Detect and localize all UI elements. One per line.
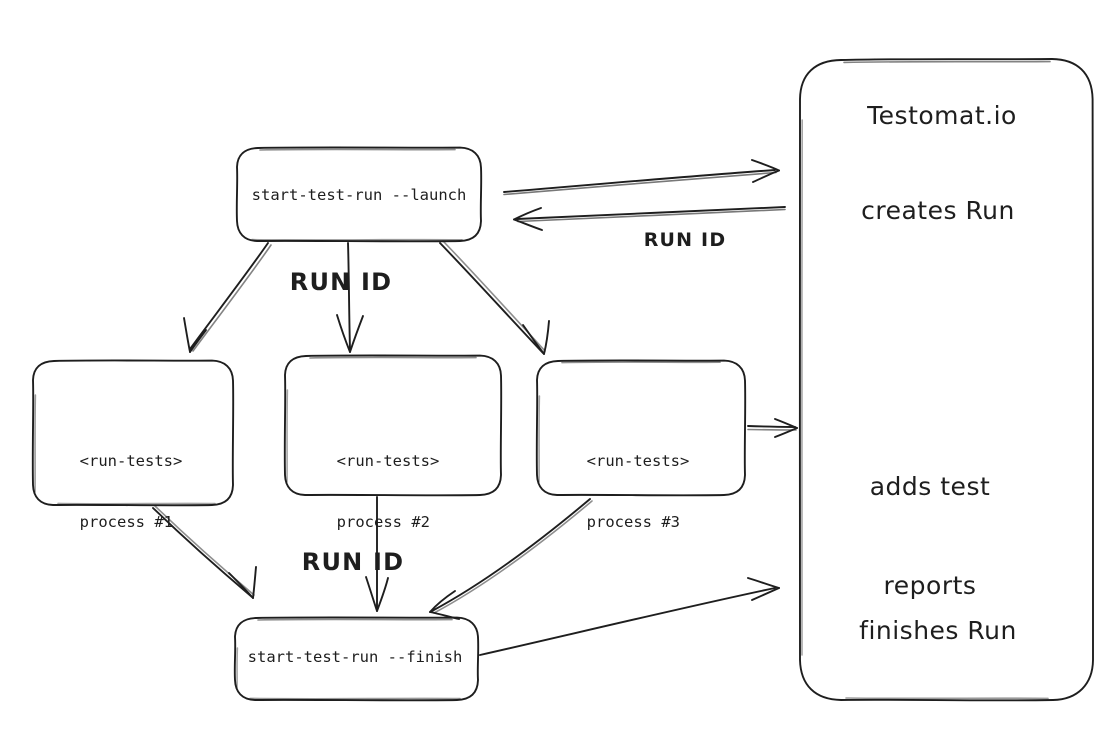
arrow-process3-to-testomat bbox=[747, 418, 798, 438]
process1-label: <run-tests> process #1 bbox=[80, 410, 183, 574]
process2-box-shape bbox=[283, 354, 503, 497]
testomat-entry-adds-test-reports: adds test reports bbox=[870, 404, 991, 668]
testomat-panel-title: Testomat.io bbox=[867, 101, 1017, 130]
process1-line2: process #1 bbox=[79, 513, 173, 532]
launch-box-shape bbox=[235, 146, 483, 243]
arrow-launch-to-testomat bbox=[503, 159, 780, 196]
process2-line2: process #2 bbox=[336, 513, 430, 532]
adds-test-line1: adds test bbox=[869, 472, 991, 501]
testomat-panel-shape bbox=[798, 58, 1094, 702]
adds-test-line2: reports bbox=[883, 571, 977, 600]
process3-line1: <run-tests> bbox=[586, 451, 690, 470]
arrow-launch-to-process2 bbox=[336, 242, 364, 353]
process3-label: <run-tests> process #3 bbox=[587, 410, 690, 574]
finish-box-label: start-test-run --finish bbox=[247, 648, 463, 666]
arrow-process3-to-finish bbox=[429, 498, 593, 620]
arrow-process2-to-finish bbox=[365, 496, 389, 612]
arrow-finish-to-testomat bbox=[479, 577, 780, 656]
arrow-testomat-to-launch bbox=[513, 206, 786, 231]
process1-box-shape bbox=[31, 359, 235, 507]
edge-label-run-id-fanout: RUN ID bbox=[289, 268, 393, 296]
testomat-entry-finishes-run: finishes Run bbox=[859, 616, 1017, 645]
process3-line2: process #3 bbox=[586, 513, 680, 532]
edge-label-run-id-return: RUN ID bbox=[643, 229, 727, 251]
process2-label: <run-tests> process #2 bbox=[337, 410, 440, 574]
launch-box-label: start-test-run --launch bbox=[251, 186, 467, 204]
arrow-launch-to-process3 bbox=[439, 240, 550, 355]
process1-line1: <run-tests> bbox=[79, 451, 183, 470]
testomat-entry-creates-run: creates Run bbox=[861, 196, 1015, 225]
process2-line1: <run-tests> bbox=[336, 451, 440, 470]
edge-label-run-id-fanin: RUN ID bbox=[301, 548, 405, 576]
arrow-process1-to-finish bbox=[152, 505, 257, 599]
process3-box-shape bbox=[535, 359, 747, 497]
arrow-launch-to-process1 bbox=[183, 242, 272, 353]
